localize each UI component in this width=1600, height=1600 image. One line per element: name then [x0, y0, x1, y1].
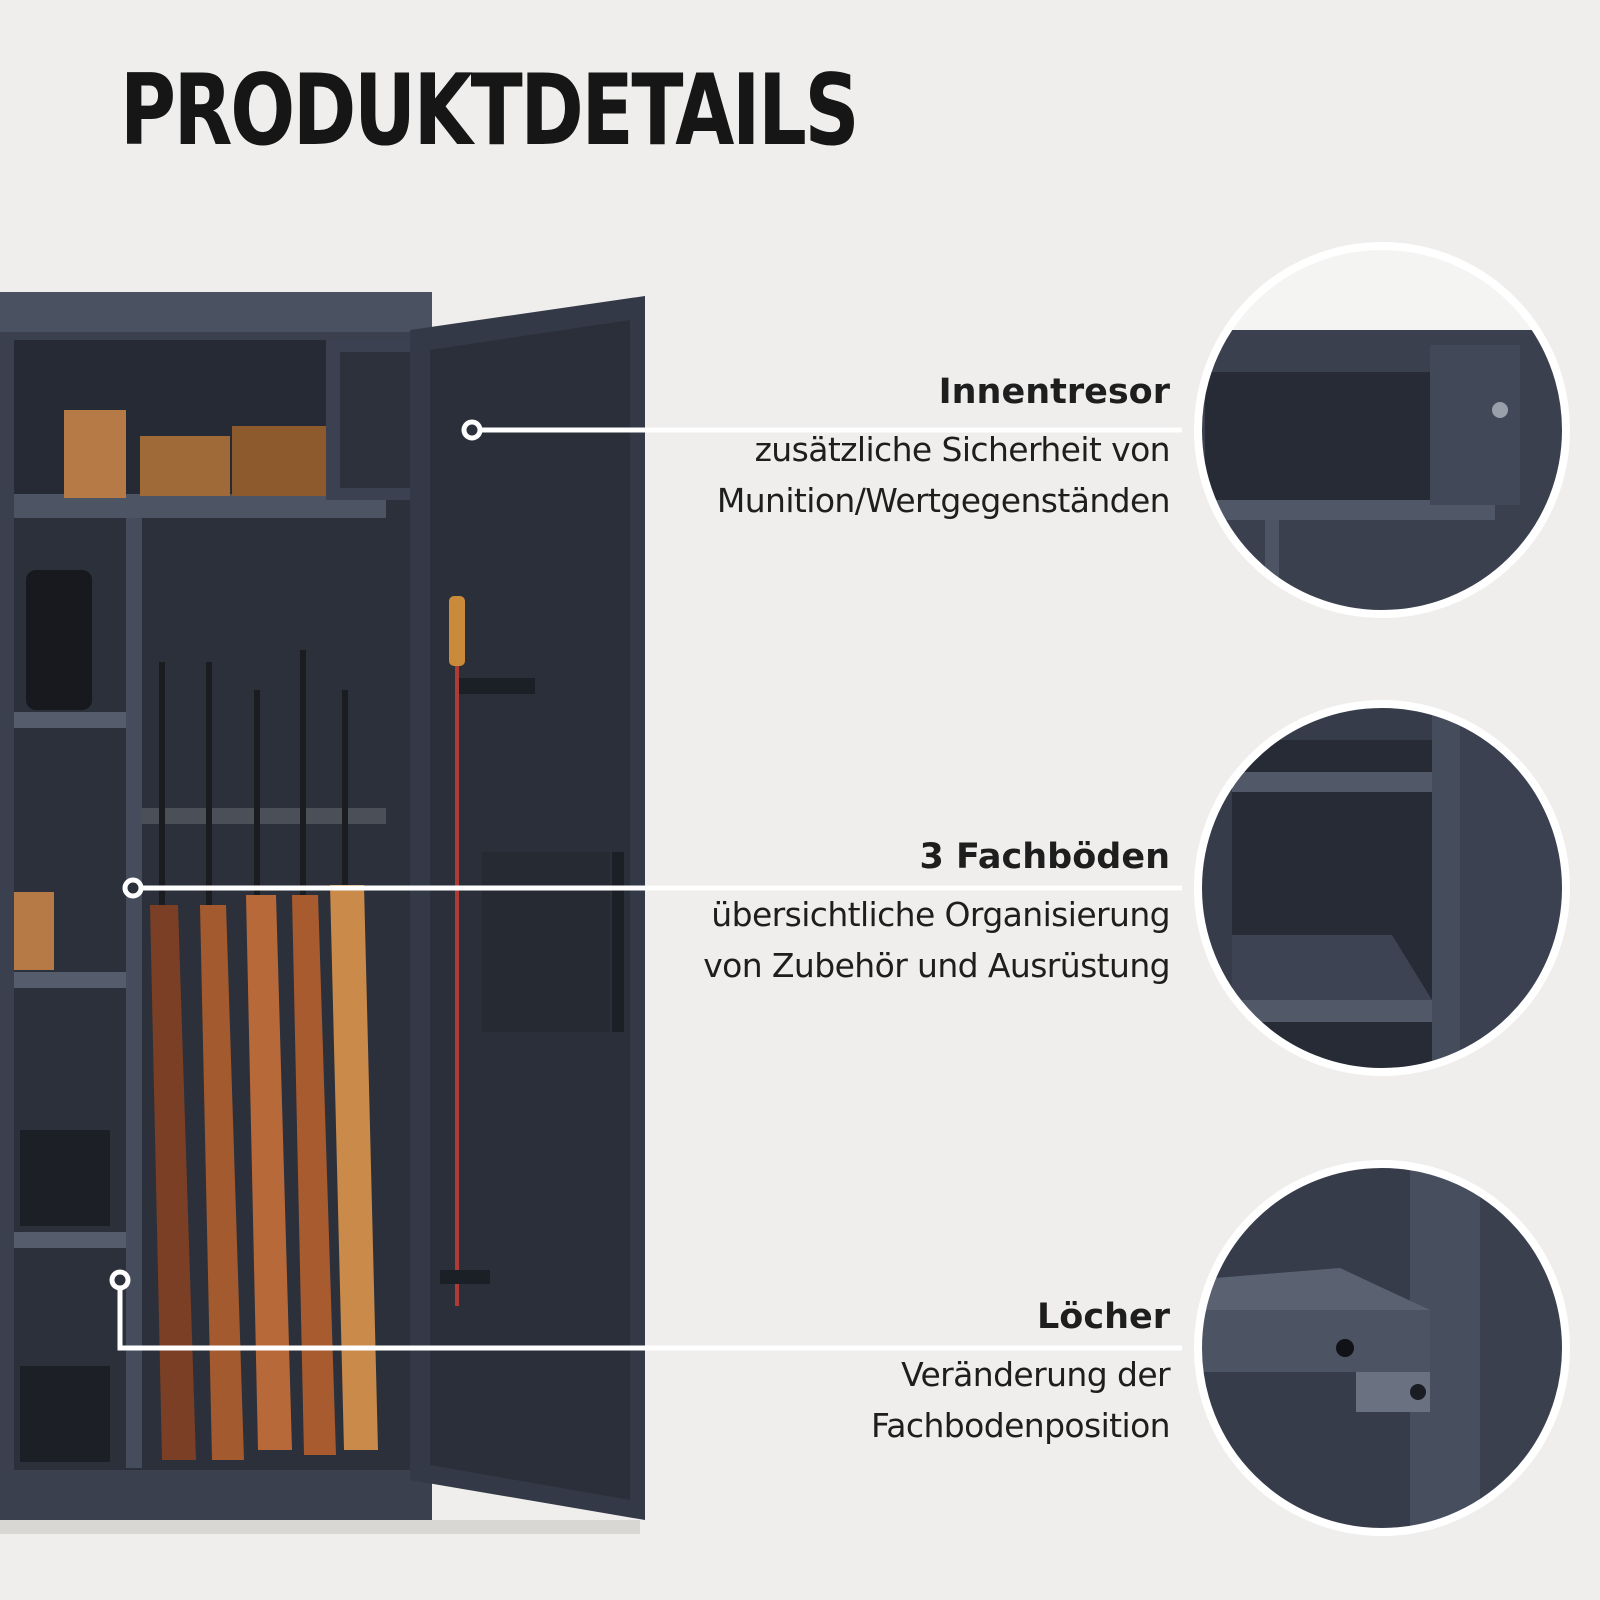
callout-dots	[109, 419, 483, 1291]
feature-description-line: zusätzliche Sicherheit von	[754, 430, 1171, 469]
feature-title: Innentresor	[938, 372, 1170, 412]
feature-description-line: Veränderung der	[901, 1355, 1171, 1394]
feature-inner-safe: Innentresor zusätzliche Sicherheit von M…	[716, 372, 1171, 526]
feature-description-line: übersichtliche Organisierung	[711, 895, 1170, 934]
feature-title: 3 Fachböden	[919, 837, 1171, 877]
feature-description: Veränderung der Fachbodenposition	[870, 1349, 1171, 1451]
callout-lines	[117, 427, 1182, 1351]
detail-circle-shelves	[1194, 700, 1570, 1076]
shelf-column	[14, 518, 142, 1468]
feature-shelves: 3 Fachböden übersichtliche Organisierung…	[703, 840, 1170, 991]
feature-description-line: von Zubehör und Ausrüstung	[703, 946, 1170, 985]
feature-description: zusätzliche Sicherheit von Munition/Wert…	[716, 424, 1171, 526]
rifles	[142, 650, 386, 1460]
feature-title: Löcher	[1036, 1297, 1170, 1337]
detail-circle-inner-safe	[1194, 242, 1570, 618]
detail-circle-holes	[1194, 1160, 1570, 1536]
page-title: PRODUKTDETAILS	[120, 54, 860, 168]
inner-safe	[14, 340, 453, 518]
feature-description: übersichtliche Organisierung von Zubehör…	[703, 889, 1170, 991]
gun-cabinet	[0, 292, 453, 1520]
cabinet-door	[410, 296, 645, 1520]
feature-description-line: Munition/Wertgegenständen	[716, 481, 1171, 520]
feature-holes: Löcher Veränderung der Fachbodenposition	[870, 1297, 1171, 1451]
feature-description-line: Fachbodenposition	[870, 1406, 1171, 1445]
